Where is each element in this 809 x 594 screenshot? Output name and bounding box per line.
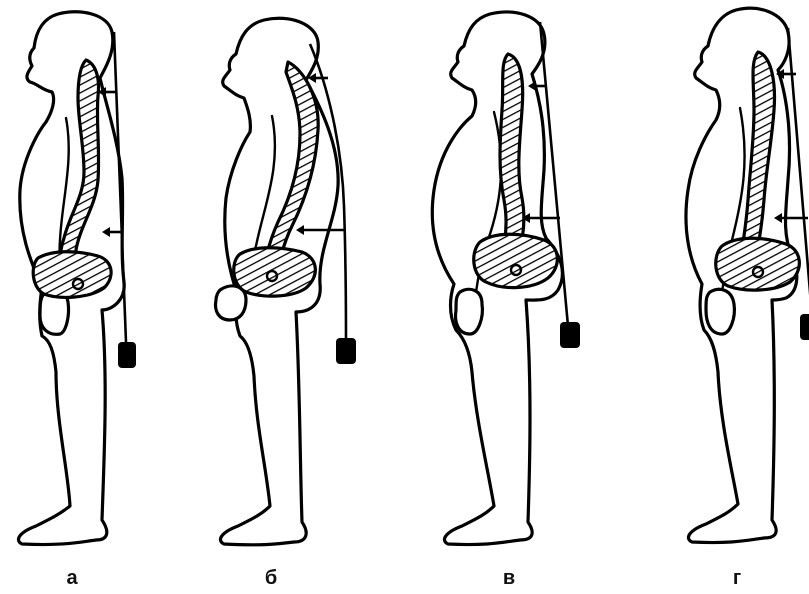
caption-g: г <box>733 568 741 588</box>
caption-b: б <box>265 568 277 588</box>
plumb-weight <box>560 322 580 348</box>
pelvis <box>716 238 800 290</box>
plumb-weight <box>800 314 809 340</box>
figure-g <box>686 8 809 542</box>
caption-a: а <box>66 568 77 588</box>
hand <box>456 289 483 334</box>
caption-v: в <box>503 568 515 588</box>
figure-b <box>216 18 356 545</box>
pelvis <box>474 234 558 287</box>
figure-a <box>18 12 136 545</box>
plumb-weight <box>118 342 136 368</box>
plumb-weight <box>336 338 356 364</box>
pelvis <box>33 252 111 298</box>
hand <box>706 289 734 334</box>
figure-v <box>432 12 580 545</box>
